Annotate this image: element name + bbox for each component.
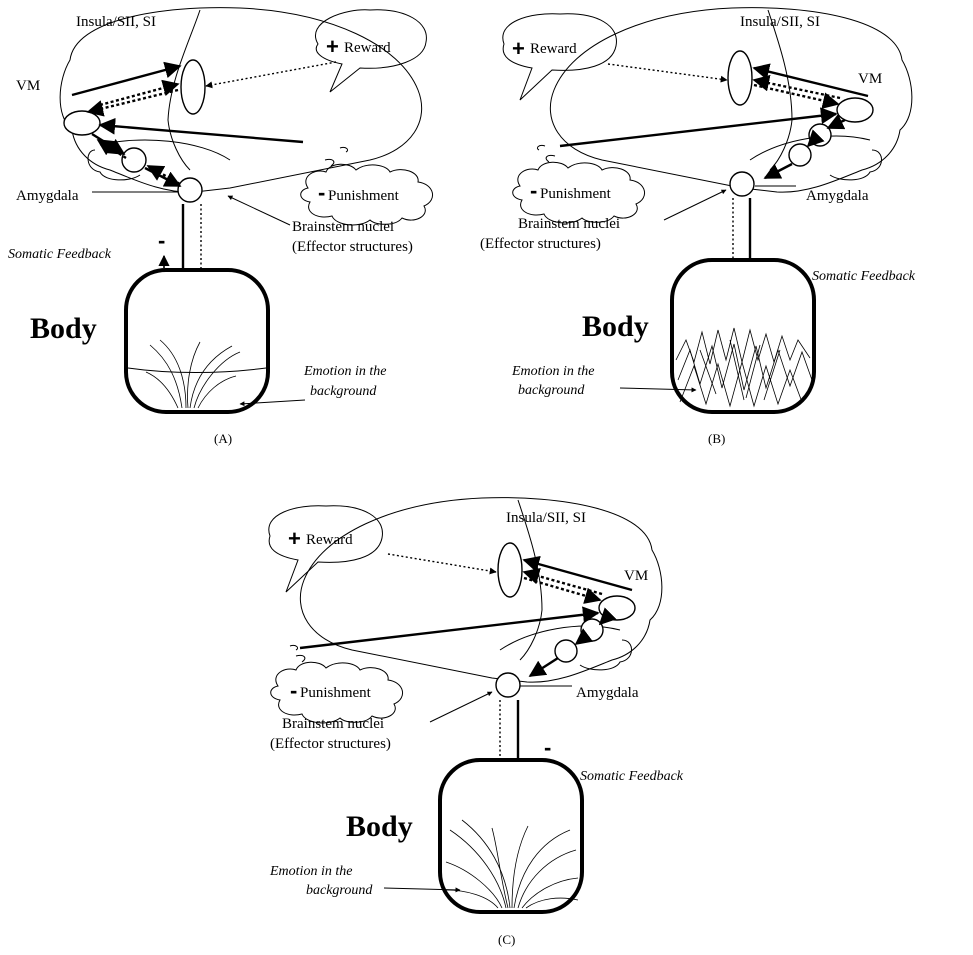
- brainstem-node: [178, 178, 202, 202]
- vm-label: VM: [624, 568, 648, 584]
- emotion-label-2: background: [306, 883, 373, 898]
- brain-outline: [60, 8, 422, 193]
- somatic-feedback-label: Somatic Feedback: [8, 247, 112, 262]
- amygdala-label: Amygdala: [576, 685, 639, 701]
- body-box: [440, 760, 582, 912]
- panel-a-caption: (A): [214, 431, 232, 446]
- brainstem-label-2: (Effector structures): [292, 239, 413, 255]
- panel-a: + Reward - Punishment Insula/SII, SI VM …: [8, 8, 433, 446]
- reward-to-insula-arrow: [608, 64, 727, 80]
- body-box: [672, 260, 814, 412]
- feedback-minus: -: [158, 228, 165, 253]
- panel-c: + Reward - Punishment Insula/SII, SI VM …: [269, 498, 684, 947]
- brainstem-node: [730, 172, 754, 196]
- insula-node: [728, 51, 752, 105]
- emotion-label-2: background: [310, 384, 377, 399]
- insula-node: [181, 60, 205, 114]
- punishment-label: Punishment: [540, 186, 612, 202]
- emotion-label-2: background: [518, 383, 585, 398]
- insula-label: Insula/SII, SI: [506, 510, 586, 526]
- punishment-to-vm-arrow: [100, 125, 303, 142]
- insula-node: [498, 543, 522, 597]
- insula-label: Insula/SII, SI: [76, 14, 156, 30]
- vm-to-insula-arrow: [72, 66, 180, 95]
- panel-b: + Reward - Punishment Insula/SII, SI VM …: [480, 8, 916, 446]
- reward-label: Reward: [306, 532, 353, 548]
- amygdala-label: Amygdala: [16, 188, 79, 204]
- brainstem-label-1: Brainstem nuclei: [292, 219, 394, 235]
- reward-label: Reward: [530, 41, 577, 57]
- insula-to-vm-arrow: [88, 90, 178, 112]
- reward-to-insula-arrow: [206, 62, 336, 86]
- reward-plus: +: [512, 36, 525, 61]
- brain-outline: [300, 498, 662, 683]
- vm-node: [64, 111, 100, 135]
- somatic-feedback-label: Somatic Feedback: [812, 269, 916, 284]
- amygdala-node-1: [581, 619, 603, 641]
- brainstem-label-1: Brainstem nuclei: [282, 716, 384, 732]
- vm-node: [837, 98, 873, 122]
- body-box: [126, 270, 268, 412]
- brainstem-node: [496, 673, 520, 697]
- reward-plus: +: [288, 526, 301, 551]
- panel-c-caption: (C): [498, 932, 515, 947]
- punishment-label: Punishment: [328, 188, 400, 204]
- punishment-to-vm-arrow: [300, 613, 598, 648]
- panel-b-caption: (B): [708, 431, 725, 446]
- vm-label: VM: [16, 78, 40, 94]
- somatic-feedback-label: Somatic Feedback: [580, 769, 684, 784]
- body-label: Body: [30, 312, 97, 345]
- punishment-minus: -: [290, 678, 297, 703]
- punishment-minus: -: [318, 180, 325, 205]
- body-label: Body: [582, 310, 649, 343]
- insula-label: Insula/SII, SI: [740, 14, 820, 30]
- emotion-label-1: Emotion in the: [303, 364, 386, 379]
- amygdala-node-1: [122, 148, 146, 172]
- vm-node: [599, 596, 635, 620]
- body-label: Body: [346, 810, 413, 843]
- brainstem-label-2: (Effector structures): [270, 736, 391, 752]
- feedback-minus: -: [544, 735, 551, 760]
- punishment-label: Punishment: [300, 685, 372, 701]
- reward-to-insula-arrow: [388, 554, 496, 572]
- brainstem-label-2: (Effector structures): [480, 236, 601, 252]
- brainstem-label-1: Brainstem nuclei: [518, 216, 620, 232]
- punishment-minus: -: [530, 178, 537, 203]
- amygdala-node-2: [789, 144, 811, 166]
- reward-label: Reward: [344, 40, 391, 56]
- reward-plus: +: [326, 34, 339, 59]
- amygdala-label: Amygdala: [806, 188, 869, 204]
- emotion-label-1: Emotion in the: [269, 864, 352, 879]
- vm-label: VM: [858, 71, 882, 87]
- emotion-label-1: Emotion in the: [511, 364, 594, 379]
